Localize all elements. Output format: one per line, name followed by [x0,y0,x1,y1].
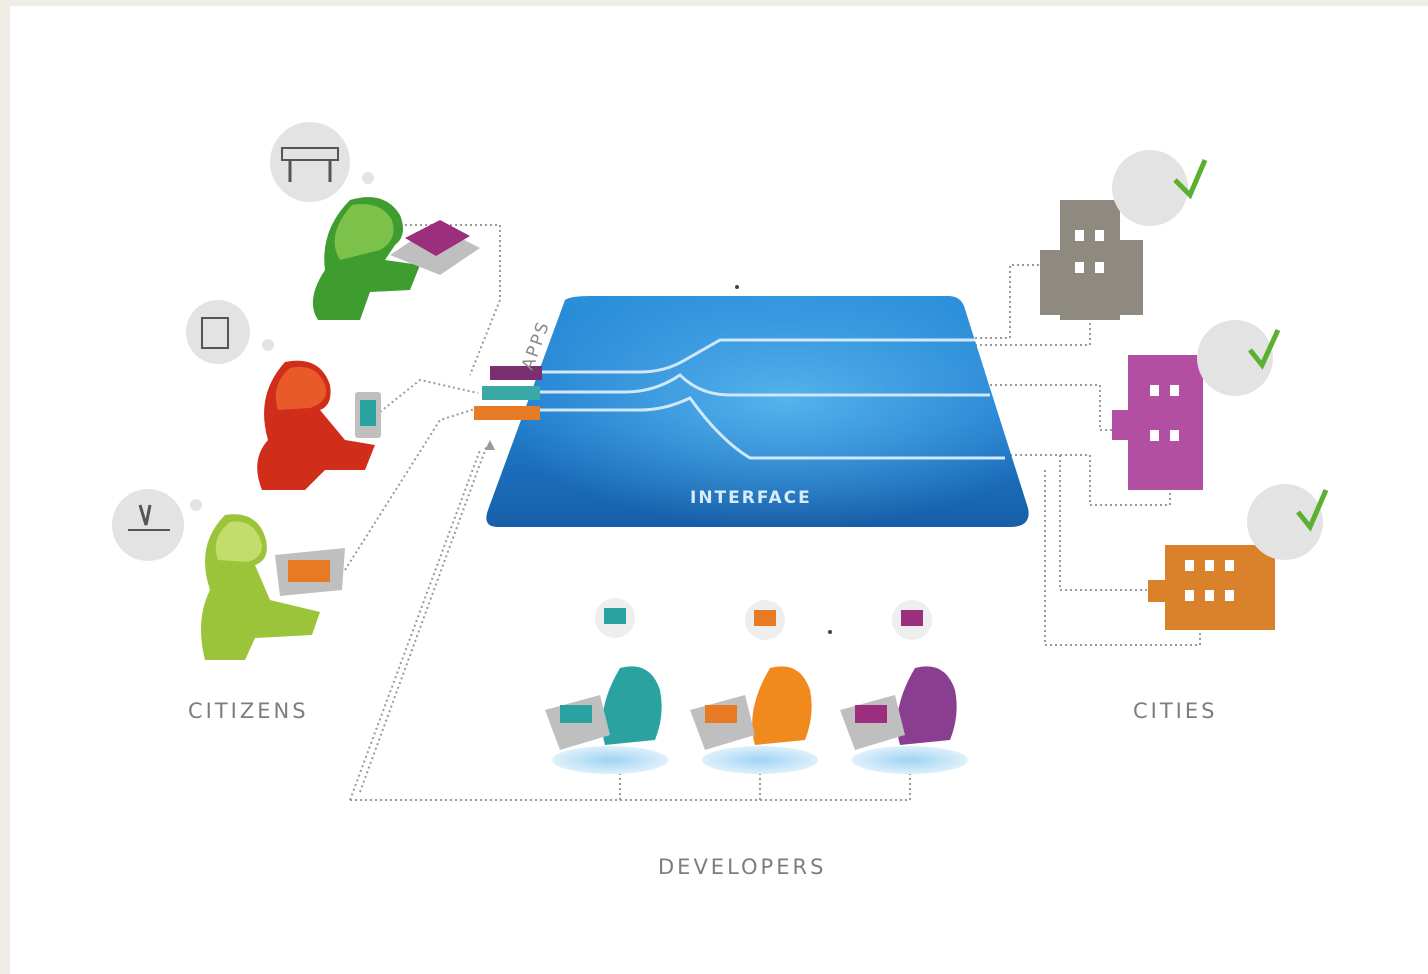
app-orange [474,406,540,420]
developers-label: DEVELOPERS [658,855,827,879]
diagram-graphic [112,122,1329,801]
connector-developers-5 [359,444,488,793]
connector-city-gray [975,264,1040,339]
connector-lines [344,224,1201,801]
citizen-green-icon [270,122,480,320]
citizens-label: CITIZENS [188,699,309,723]
citizen-lime-icon [112,489,345,660]
connector-developers-1 [349,449,481,801]
app-teal [482,386,540,400]
thought-bubble-icon [1247,484,1323,560]
thought-bubble-icon [1197,320,1273,396]
building-orange-icon [1148,484,1329,630]
connector-city-gray-2 [975,320,1091,346]
connector-city-pink-2 [1005,454,1171,506]
thought-bubble-icon [112,489,184,561]
cities-label: CITIES [1133,699,1218,723]
checkmark-icon [1248,328,1281,370]
citizen-red-icon [186,300,381,490]
connector-citizen-red [379,378,479,413]
building-pink-icon [1112,320,1281,490]
thought-bubble-icon [186,300,250,364]
connector-city-orange [1010,454,1150,591]
connector-city-pink [990,384,1115,431]
diagram-canvas: INTERFACE APPS CITIZENS DEVELOPERS CITIE… [10,6,1428,974]
checkmark-icon [1173,159,1208,200]
developer-orange-icon [690,600,818,774]
developer-purple-icon [840,600,968,774]
developer-teal-icon [545,598,668,774]
thought-bubble-icon [270,122,350,202]
app-purple [490,366,542,380]
thought-bubble-icon [1112,150,1188,226]
building-gray-icon [1040,150,1208,320]
interface-platform [474,296,1029,527]
interface-label: INTERFACE [690,488,812,508]
checkmark-icon [1296,489,1329,532]
